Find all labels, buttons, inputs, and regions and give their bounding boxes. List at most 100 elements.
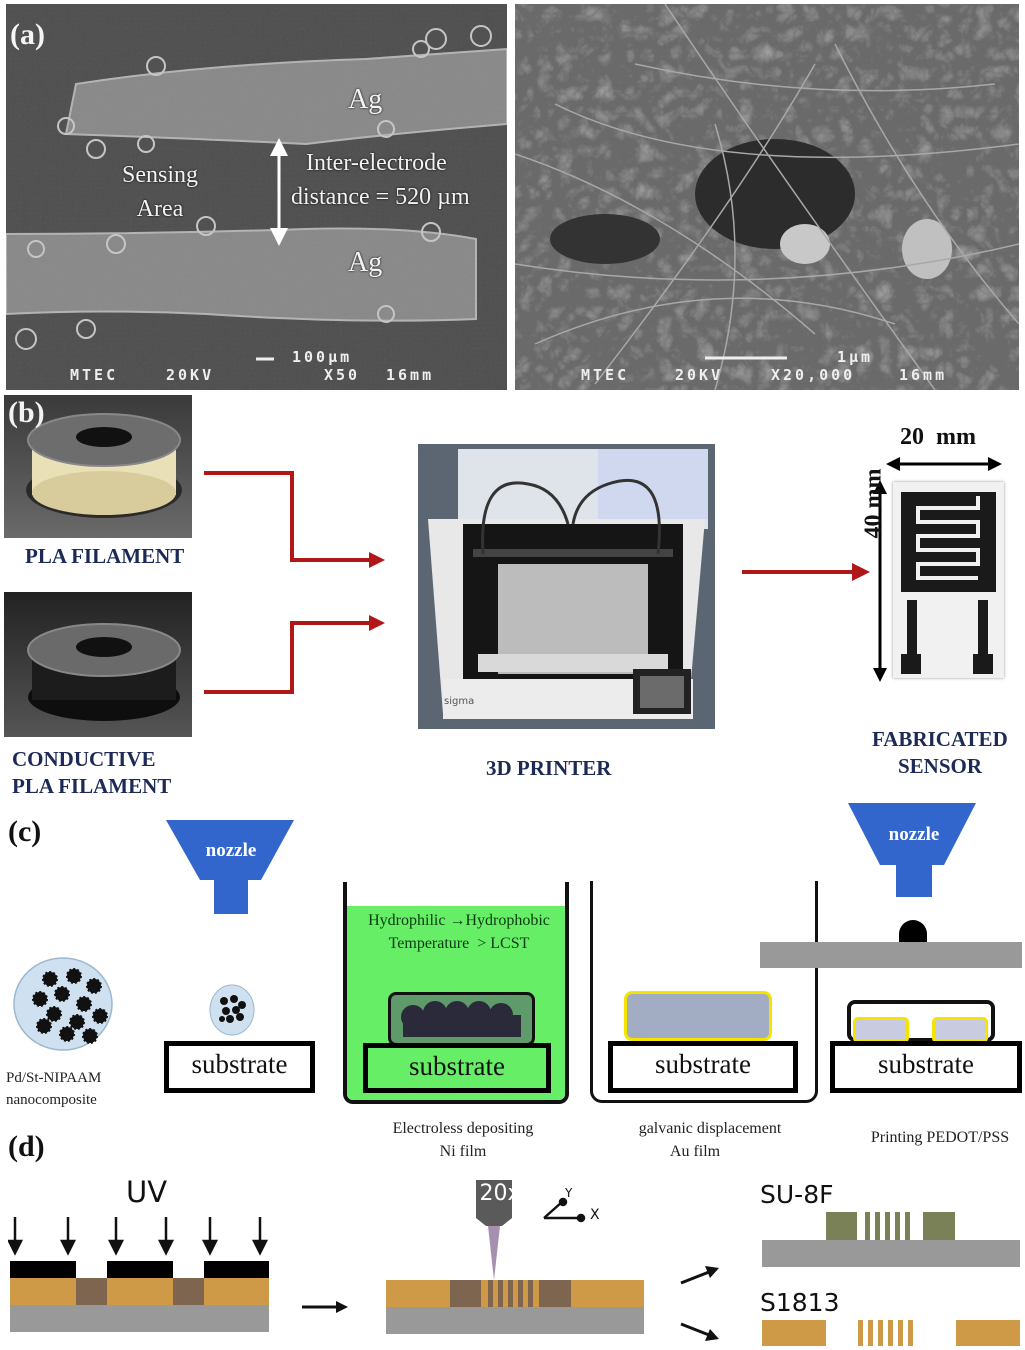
- label-nanocomposite: nanocomposite: [6, 1092, 97, 1108]
- pla-filament-photo: [4, 395, 192, 538]
- label-pd-st-nipaam: Pd/St-NIPAAM: [6, 1070, 102, 1086]
- label-width-20mm: 20 mm: [900, 424, 976, 450]
- flow-arrows-to-printer: [204, 471, 385, 694]
- label-ag-bottom: Ag: [348, 247, 383, 278]
- label-hydrophilic-hydrophobic: Hydrophilic →Hydrophobic: [368, 912, 550, 929]
- substrate-step4: substrate: [830, 1041, 1022, 1093]
- photoresist-layer: [10, 1278, 269, 1305]
- substrate-base: [10, 1305, 269, 1332]
- label-height-40mm: 40 mm: [860, 468, 887, 539]
- laser-beam: [488, 1226, 500, 1280]
- sensor-dimension-arrows: [886, 457, 1002, 471]
- s1813-result-diagram: [762, 1320, 1020, 1346]
- label-uv: UV: [126, 1175, 168, 1209]
- galvanic-bath: [590, 881, 818, 1103]
- label-ag-top: Ag: [348, 84, 383, 115]
- label-sensor: SENSOR: [898, 754, 983, 778]
- sem-footer-lab: MTEC: [70, 366, 119, 384]
- label-pla-filament: PLA FILAMENT: [25, 544, 185, 568]
- panel-label-d: (d): [8, 1130, 45, 1163]
- electrode-illustration: [6, 4, 507, 390]
- droplet-icon: [209, 984, 255, 1036]
- sem-footer-voltage: 20KV: [166, 366, 215, 384]
- arrowhead-pla: [369, 552, 385, 568]
- sem-footer-magnification-right: X20,000: [771, 366, 856, 384]
- fiber-network-illustration: [515, 4, 1019, 390]
- uv-arrows: [8, 1217, 269, 1256]
- panel-label-c: (c): [8, 815, 42, 848]
- objective-lens-20x: [476, 1180, 512, 1226]
- xy-axis-icon: [543, 1197, 586, 1223]
- sem-image-fibers: 1µm MTEC 20KV X20,000 16mm: [515, 4, 1019, 390]
- arrow-conductive-to-printer: [204, 621, 373, 694]
- nanocomposite-particle-icon: [13, 957, 113, 1051]
- scale-bar-label: 100µm: [292, 348, 353, 366]
- laser-writing-diagram: [386, 1180, 644, 1334]
- sem-footer-magnification: X50: [324, 366, 361, 384]
- label-fabricated: FABRICATED: [872, 727, 1008, 751]
- nozzle-right: [848, 803, 976, 897]
- caption-au-film: Au film: [669, 1143, 721, 1160]
- axis-x-label: X: [590, 1207, 600, 1223]
- interdigitated-sensor-icon: [901, 492, 996, 674]
- axis-y-label: Y: [565, 1186, 573, 1200]
- label-distance-value: distance = 520 µm: [291, 184, 470, 210]
- label-area: Area: [136, 196, 184, 222]
- arrowhead-conductive: [369, 615, 385, 631]
- nozzle-label-right: nozzle: [888, 824, 940, 845]
- label-sensing: Sensing: [121, 162, 198, 188]
- aggregated-particles-icon: [401, 1001, 521, 1037]
- 3d-printer-icon: [418, 444, 715, 729]
- written-lines: [488, 1280, 533, 1307]
- printer-brand-label: sigma: [444, 696, 475, 707]
- label-conductive-pla-filament: PLA FILAMENT: [12, 774, 172, 798]
- height-arrow: [873, 480, 887, 682]
- electrode-pad-left: [853, 1017, 909, 1043]
- substrate-base: [762, 1240, 1020, 1267]
- caption-galvanic: galvanic displacement: [638, 1120, 782, 1137]
- substrate-step1: substrate: [164, 1041, 315, 1093]
- label-s1813: S1813: [760, 1288, 840, 1317]
- print-stage-plate: [760, 942, 1022, 968]
- au-film-coating: [624, 991, 772, 1041]
- substrate-step2: substrate: [363, 1043, 551, 1093]
- label-conductive: CONDUCTIVE: [12, 747, 156, 771]
- scale-bar-label-right: 1µm: [837, 348, 874, 366]
- su8f-pattern: [826, 1212, 955, 1240]
- resist-layer: [386, 1280, 644, 1307]
- sem-footer-distance-right: 16mm: [899, 366, 948, 384]
- arrow-to-su8f: [680, 1270, 710, 1285]
- s1813-pattern: [762, 1320, 1020, 1346]
- uv-exposure-diagram: [8, 1217, 269, 1332]
- pedot-droplet-icon: [899, 920, 927, 942]
- sem-footer-lab-right: MTEC: [581, 366, 630, 384]
- arrow-printer-to-sensor: [742, 563, 870, 581]
- arrow-to-laser-step: [302, 1301, 348, 1313]
- label-temperature-lcst: Temperature > LCST: [388, 935, 530, 952]
- substrate-base: [386, 1307, 644, 1334]
- conductive-filament-photo: [4, 592, 192, 737]
- printer-photo: sigma: [418, 444, 715, 729]
- objective-label: 20x: [479, 1181, 521, 1206]
- nozzle-left: [166, 820, 294, 914]
- spool-black-icon: [27, 623, 181, 721]
- label-inter-electrode: Inter-electrode: [306, 150, 447, 176]
- caption-printing-pedot: Printing PEDOT/PSS: [870, 1129, 1010, 1146]
- caption-electroless: Electroless depositing: [392, 1120, 534, 1137]
- label-su-8f: SU-8F: [760, 1180, 834, 1209]
- spool-white-icon: [26, 413, 182, 518]
- sem-image-electrodes: (a) Ag Ag Sensing Area Inter-electrode d…: [6, 4, 507, 390]
- substrate-step3: substrate: [608, 1041, 798, 1093]
- ni-film-coating: [388, 992, 535, 1046]
- arrow-pla-to-printer: [204, 471, 373, 562]
- electrode-pad-right: [932, 1017, 988, 1043]
- exposed-regions: [76, 1278, 204, 1305]
- arrow-to-s1813: [680, 1322, 710, 1337]
- caption-ni-film: Ni film: [439, 1143, 487, 1160]
- sem-footer-voltage-right: 20KV: [675, 366, 724, 384]
- branch-arrows: [680, 1266, 719, 1341]
- panel-label-a: (a): [10, 18, 45, 51]
- su8f-result-diagram: [762, 1212, 1020, 1267]
- panel-label-b: (b): [8, 396, 45, 429]
- fabricated-sensor-photo: [893, 482, 1004, 678]
